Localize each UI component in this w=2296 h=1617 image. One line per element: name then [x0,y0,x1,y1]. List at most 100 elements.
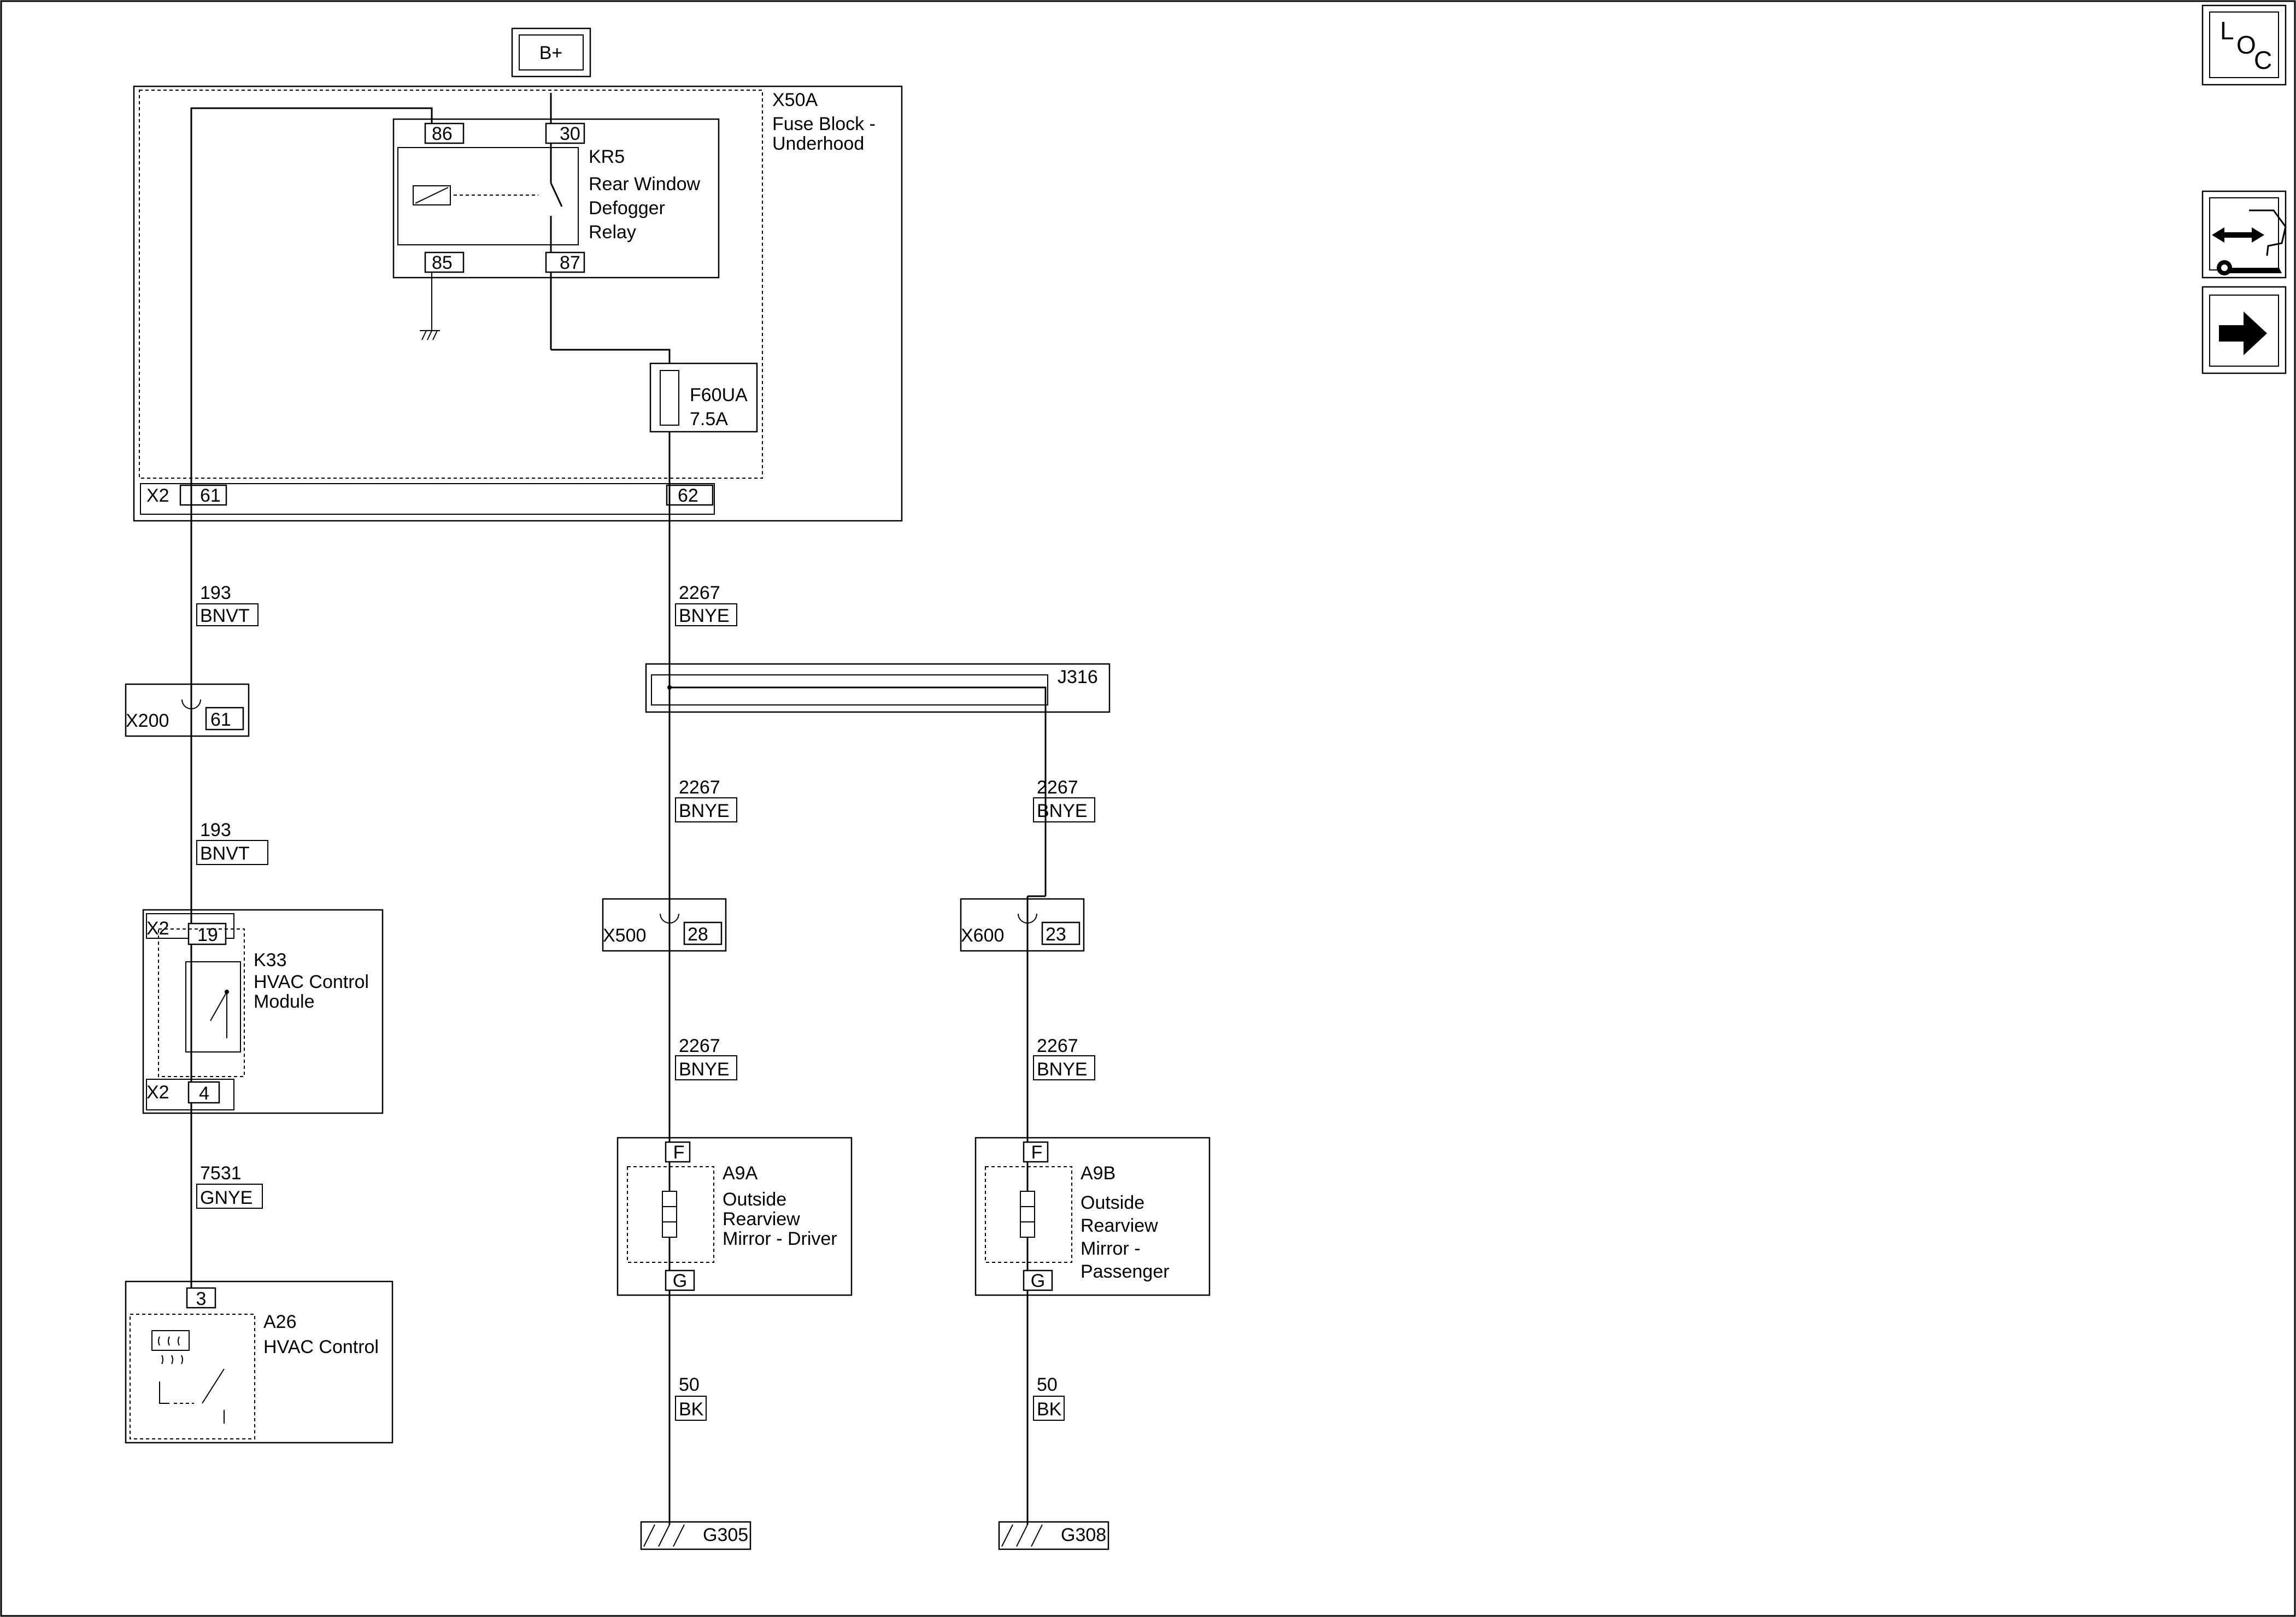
k33-pin-top: 19 [197,925,218,945]
connector-x200: X200 61 [125,683,250,737]
fuse-block-id: X50A [772,90,818,110]
wire-label-193-top: 193 BNVT [196,583,259,626]
relay-pin-85-label: 85 [432,252,453,273]
fuse-block-name-2: Underhood [772,133,864,154]
a9a-name-3: Mirror - Driver [723,1228,837,1249]
relay-name-1: Rear Window [589,174,701,195]
splice-dot-icon [667,685,672,690]
x600-id: X600 [961,925,1004,946]
svg-text:2267: 2267 [679,583,720,603]
a26-switch-icon [159,1368,225,1424]
a9b-id: A9B [1081,1163,1115,1184]
relay-pin-86-label: 86 [432,124,453,144]
x500-pin: 28 [688,924,708,945]
relay-pin-30-label: 30 [560,124,580,144]
module-k33: X2 19 K33 HVAC Control Module X2 4 [142,909,384,1114]
next-page-button[interactable] [2201,286,2287,374]
ground-g308-icon [1001,1524,1043,1547]
a9a-name-2: Rearview [723,1209,800,1230]
x500-terminal-icon [660,913,679,924]
svg-text:L: L [2220,16,2234,45]
x200-terminal-icon [181,699,201,709]
fuse-block-pin-62-label: 62 [678,485,698,506]
k33-name-1: HVAC Control [254,972,369,992]
a9b-pin-bottom: G [1031,1271,1045,1291]
svg-text:7531: 7531 [200,1163,242,1184]
fuse-block-connector: X2 [146,485,169,506]
wire-label-193-mid: 193 BNVT [196,820,268,865]
relay-name-3: Relay [589,222,636,243]
x200-pin: 61 [210,709,231,730]
svg-text:50: 50 [679,1374,700,1395]
fuse-block-pin-61 [179,484,227,506]
k33-name-2: Module [254,991,315,1012]
svg-text:BNYE: BNYE [1037,801,1088,821]
wiring-harness-icon [2212,209,2287,275]
relay-pin-87-label: 87 [560,252,580,273]
a26-name: HVAC Control [263,1337,379,1357]
wire-2267-splice-right [670,686,1047,896]
wire-label-2267-r2: 2267 BNYE [1033,1036,1095,1080]
wire-label-7531: 7531 GNYE [196,1163,263,1209]
relay-coil-icon [413,185,451,205]
location-button[interactable]: L O C [2201,4,2287,86]
wire-label-2267-l1: 2267 BNYE [675,777,737,822]
svg-text:2267: 2267 [679,1036,720,1056]
relay-ground-icon [420,330,440,340]
supply-label: B+ [539,43,563,63]
a9b-name-3: Mirror - [1081,1238,1141,1259]
fuse-f60ua: F60UA 7.5A [649,362,758,433]
a9b-name-1: Outside [1081,1192,1144,1213]
wiring-harness-button[interactable] [2201,190,2287,279]
g308-label: G308 [1061,1525,1106,1545]
connector-x600: X600 23 [960,898,1085,952]
svg-text:2267: 2267 [1037,777,1078,798]
a9a-id: A9A [723,1163,758,1184]
ground-g305: G305 [640,1521,751,1550]
a9b-name-4: Passenger [1081,1261,1170,1282]
splice-j316: J316 [645,663,1111,713]
k33-pin-bottom: 4 [199,1083,209,1104]
svg-text:BNYE: BNYE [679,1059,730,1080]
x600-terminal-icon [1018,913,1037,924]
rear-defrost-icon [151,1330,190,1365]
svg-text:BNYE: BNYE [679,605,730,626]
mirror-a9a: F G A9A Outside Rearview Mirror - Driver [616,1137,853,1296]
wire-label-2267-r1: 2267 BNYE [1033,777,1095,822]
a9a-name-1: Outside [723,1189,786,1210]
wire-193-trunk [190,107,433,1301]
battery-supply: B+ [511,27,591,78]
a26-pin: 3 [196,1289,207,1309]
ground-g305-icon [643,1524,685,1547]
k33-id: K33 [254,950,287,971]
x500-id: X500 [603,925,646,946]
wire-label-50-left: 50 BK [675,1374,707,1421]
svg-text:50: 50 [1037,1374,1058,1395]
fuse-block-pin-61-label: 61 [200,485,221,506]
relay-pin-30 [545,122,585,144]
svg-text:2267: 2267 [1037,1036,1078,1056]
fuse-rating: 7.5A [690,409,728,430]
fuse-block-x50a: X50A Fuse Block - Underhood X2 61 62 [133,85,903,522]
relay-id: KR5 [589,146,625,167]
relay-pin-87 [545,251,585,273]
x600-pin: 23 [1046,924,1066,945]
svg-text:193: 193 [200,820,231,840]
k33-switch-icon [210,990,229,1038]
svg-text:BNVT: BNVT [200,605,250,626]
svg-text:GNYE: GNYE [200,1187,252,1208]
wire-label-2267-l2: 2267 BNYE [675,1036,737,1080]
splice-id: J316 [1058,667,1098,687]
svg-text:193: 193 [200,583,231,603]
a9b-name-2: Rearview [1081,1215,1158,1236]
svg-text:BNVT: BNVT [200,843,250,864]
wire-label-2267-top: 2267 BNYE [675,583,737,626]
relay-pin-86 [424,122,465,144]
a9b-heater-icon [1020,1191,1035,1238]
wire-87-fuse [551,349,671,363]
g305-label: G305 [703,1525,748,1545]
relay-name-2: Defogger [589,198,665,219]
x200-id: X200 [126,710,169,731]
